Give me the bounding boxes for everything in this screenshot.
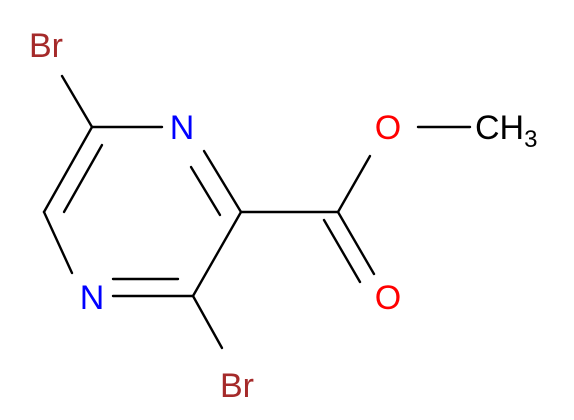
bond-c6-br (60, 74, 94, 129)
methyl-label: CH (475, 109, 524, 147)
bond-ring-n1-c2 (202, 149, 243, 214)
atom-o-ether: O (375, 109, 401, 147)
atom-o-carbonyl: O (375, 279, 401, 317)
bond-carbonyl-inner (322, 218, 362, 284)
atom-br-bottom: Br (220, 367, 254, 405)
bond-ring-n1-c2-inner (189, 165, 222, 217)
bond-ring-n4-c5 (42, 210, 74, 275)
bond-ring-c2-c3 (191, 210, 243, 298)
atom-n-top: N (170, 109, 195, 147)
bond-ring-c5-c6-inner (62, 143, 104, 214)
bond-c3-br (191, 294, 224, 350)
bond-carboxyl-o-ether (336, 154, 372, 214)
atom-n-bottom: N (80, 279, 105, 317)
bond-carbonyl-outer (336, 210, 376, 276)
atom-br-top: Br (29, 27, 63, 65)
methyl-subscript: 3 (524, 126, 537, 153)
bond-ring-c5-c6 (42, 125, 94, 214)
atom-methyl: CH3 (475, 109, 537, 153)
